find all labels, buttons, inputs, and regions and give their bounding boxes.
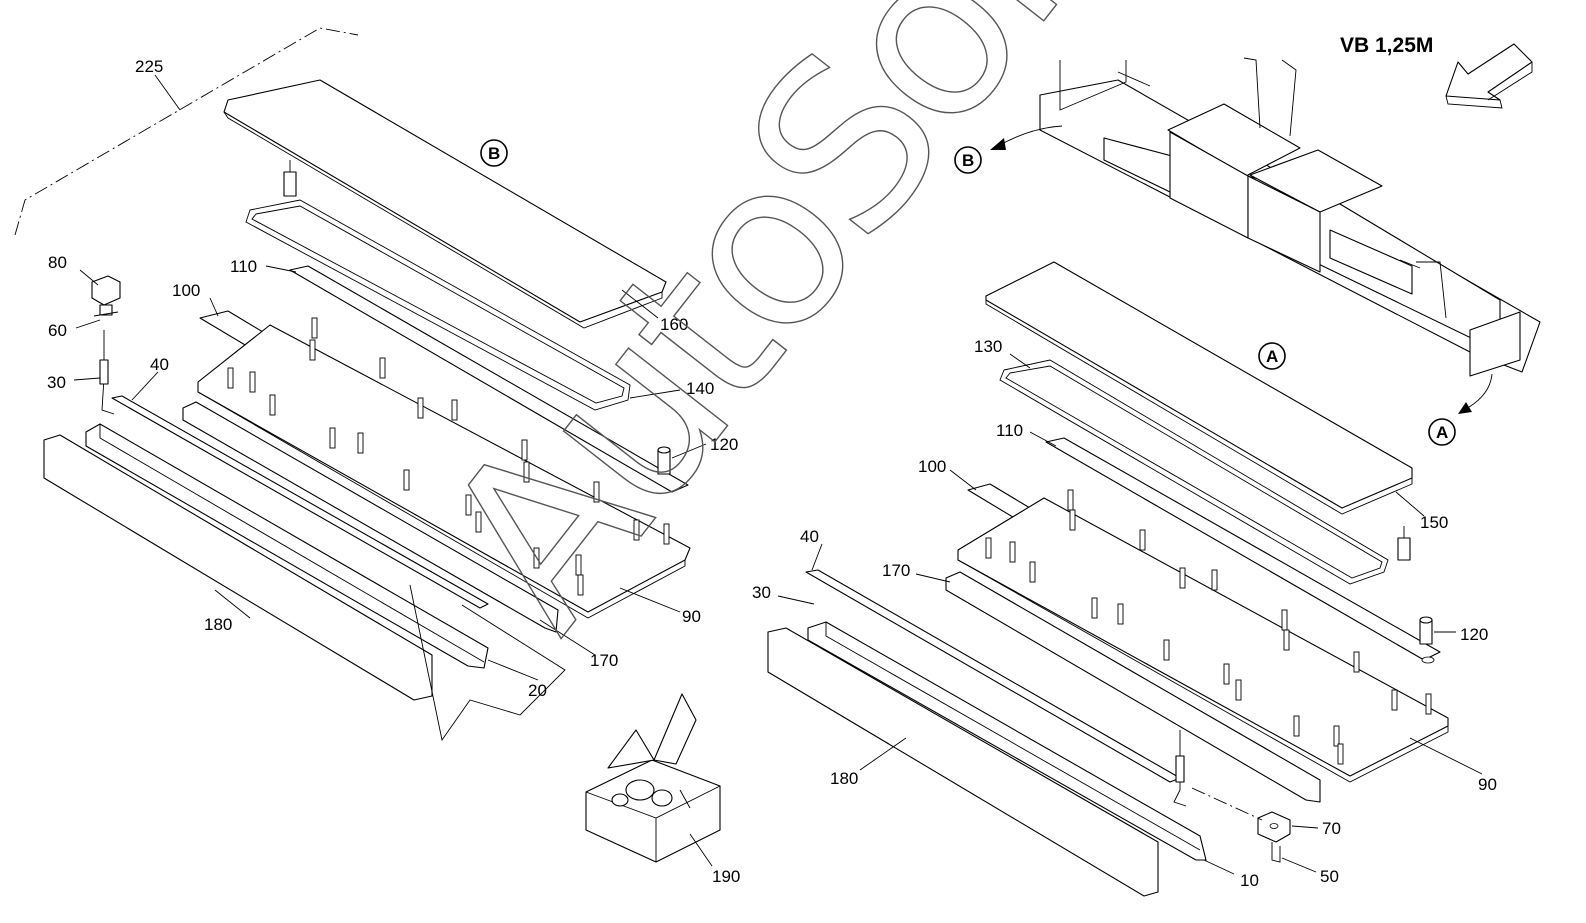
- label-50: 50: [1320, 867, 1339, 886]
- label-80-left: 80: [48, 253, 67, 272]
- view-arrow-a: [1458, 373, 1493, 414]
- label-100-right: 100: [918, 457, 946, 476]
- label-60-left: 60: [48, 321, 67, 340]
- clamp-80-60-left: [91, 275, 121, 317]
- label-170-left: 170: [590, 651, 618, 670]
- stud-group-left: [227, 317, 670, 596]
- leaders-right: [777, 353, 1483, 875]
- hardware-kit-190: [585, 693, 721, 867]
- strip-110-right: [1045, 437, 1441, 661]
- label-40-left: 40: [150, 355, 169, 374]
- label-100-left: 100: [172, 281, 200, 300]
- clamp-70-50-right: [1257, 811, 1291, 863]
- label-40-right: 40: [800, 527, 819, 546]
- label-10: 10: [1240, 871, 1259, 890]
- label-150: 150: [1420, 513, 1448, 532]
- screed-machine-sketch: [1039, 57, 1541, 377]
- label-130: 130: [974, 337, 1002, 356]
- label-110-left: 110: [230, 257, 257, 276]
- label-160: 160: [660, 315, 688, 334]
- label-140: 140: [686, 379, 714, 398]
- view-marker-b-right: [954, 146, 982, 174]
- view-marker-b-left: [480, 139, 508, 167]
- label-30-right: 30: [752, 583, 771, 602]
- cover-gasket-150: [985, 261, 1413, 509]
- label-70: 70: [1322, 819, 1341, 838]
- heating-wire-130: [999, 359, 1389, 585]
- side-plate-180-right: [767, 627, 1159, 897]
- label-120-left: 120: [710, 435, 738, 454]
- label-90-right: 90: [1478, 775, 1497, 794]
- heating-wire-140: [245, 199, 631, 411]
- svg-text:B: B: [962, 151, 974, 170]
- stud-group-right: [985, 489, 1432, 765]
- svg-text:B: B: [488, 144, 500, 163]
- label-20: 20: [528, 681, 547, 700]
- side-plate-180: [43, 434, 433, 701]
- label-180-right: 180: [830, 769, 858, 788]
- label-120-right: 120: [1460, 625, 1488, 644]
- strip-110: [289, 265, 689, 493]
- svg-text:A: A: [1266, 347, 1278, 366]
- spacer-120-right: [1419, 616, 1435, 664]
- view-arrow-b: [990, 125, 1063, 150]
- label-90-left: 90: [682, 607, 701, 626]
- leaders-left: [73, 74, 707, 681]
- profile-170-right: [945, 571, 1321, 803]
- label-225: 225: [135, 57, 163, 76]
- label-180-left: 180: [204, 615, 232, 634]
- label-170-right: 170: [882, 561, 910, 580]
- assembly-boundary-225: [14, 27, 359, 236]
- model-title: VB 1,25M: [1340, 34, 1433, 57]
- label-110-right: 110: [996, 421, 1023, 440]
- view-direction-arrow: [1445, 43, 1533, 109]
- view-marker-a-right-top: [1428, 418, 1456, 446]
- label-30-left: 30: [47, 373, 66, 392]
- spacer-120-left: [657, 446, 671, 475]
- label-190: 190: [712, 867, 740, 886]
- svg-text:A: A: [1436, 423, 1448, 442]
- view-marker-a-right-plate: [1258, 342, 1286, 370]
- profile-170: [182, 401, 559, 633]
- strip-40: [111, 395, 489, 609]
